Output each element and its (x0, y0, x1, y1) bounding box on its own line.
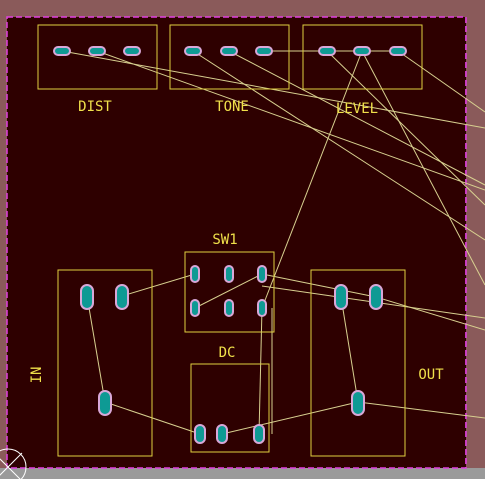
sw1-label: SW1 (212, 232, 237, 248)
tone-pad-3[interactable] (255, 46, 273, 56)
dist-pad-3[interactable] (123, 46, 141, 56)
in-label: IN (29, 367, 45, 384)
tone-label: TONE (215, 99, 249, 115)
out-label: OUT (418, 367, 444, 383)
in-pad-1[interactable] (80, 284, 94, 310)
sw1-pad-3[interactable] (257, 265, 267, 283)
tone-outline (169, 24, 290, 90)
in-outline (57, 269, 153, 457)
sw1-pad-2[interactable] (224, 265, 234, 283)
level-pad-2[interactable] (353, 46, 371, 56)
dist-label: DIST (78, 99, 112, 115)
level-label: LEVEL (336, 101, 378, 117)
sw1-pad-6[interactable] (257, 299, 267, 317)
dc-pad-1[interactable] (194, 424, 206, 444)
tone-pad-2[interactable] (220, 46, 238, 56)
component-in[interactable]: IN (29, 269, 153, 457)
sw1-pad-1[interactable] (190, 265, 200, 283)
tone-pad-1[interactable] (184, 46, 202, 56)
board-area[interactable] (7, 17, 466, 468)
dc-outline (190, 363, 270, 453)
dist-outline (37, 24, 158, 90)
out-pad-3[interactable] (351, 390, 365, 416)
component-out[interactable]: OUT (310, 269, 444, 457)
component-sw1[interactable]: SW1 (184, 232, 275, 333)
component-level[interactable]: LEVEL (302, 24, 423, 117)
dc-pad-3[interactable] (253, 424, 265, 444)
component-dc[interactable]: DC (190, 345, 270, 453)
level-pad-1[interactable] (318, 46, 336, 56)
dc-label: DC (219, 345, 236, 361)
in-pad-3[interactable] (98, 390, 112, 416)
component-dist[interactable]: DIST (37, 24, 158, 115)
origin-marker-icon (0, 448, 27, 479)
sw1-pad-5[interactable] (224, 299, 234, 317)
dc-pad-2[interactable] (216, 424, 228, 444)
dist-pad-2[interactable] (88, 46, 106, 56)
level-pad-3[interactable] (389, 46, 407, 56)
out-pad-1[interactable] (334, 284, 348, 310)
canvas-bottom-strip (0, 468, 485, 479)
component-tone[interactable]: TONE (169, 24, 290, 115)
board-margin-right (466, 17, 485, 468)
level-outline (302, 24, 423, 90)
out-outline (310, 269, 406, 457)
sw1-pad-4[interactable] (190, 299, 200, 317)
out-pad-2[interactable] (369, 284, 383, 310)
in-pad-2[interactable] (115, 284, 129, 310)
dist-pad-1[interactable] (53, 46, 71, 56)
sw1-outline (184, 251, 275, 333)
